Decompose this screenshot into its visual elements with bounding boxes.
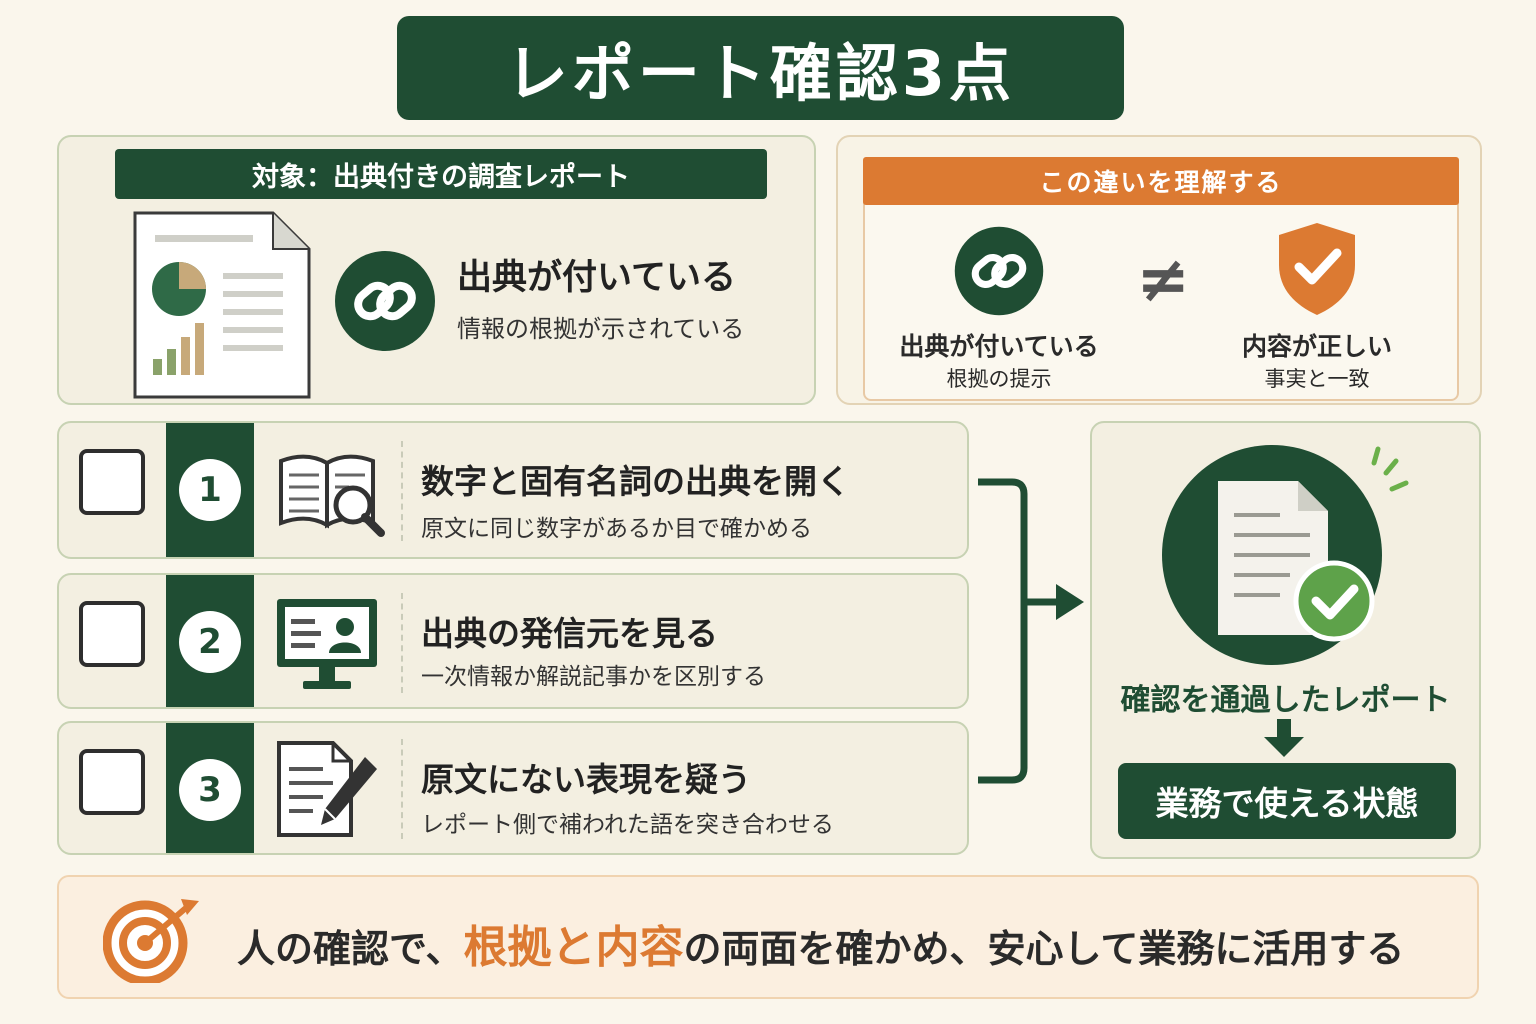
footer-highlight: 根拠と内容 xyxy=(463,922,684,973)
step-row-3: 3 原文にない表現を疑う レポート側で補われた語を突き合わせる xyxy=(57,721,969,855)
target-label: 対象：出典付きの調査レポート xyxy=(115,149,767,199)
result-status: 業務で使える状態 xyxy=(1118,763,1456,839)
left-title: 出典が付いている xyxy=(899,332,1099,361)
step-1-divider xyxy=(401,441,403,541)
right-subtitle: 事実と一致 xyxy=(1264,367,1370,391)
footer-after: の両面を確かめ、安心して業務に活用する xyxy=(683,927,1405,971)
monitor-person-icon xyxy=(277,599,377,689)
step-2-number-column: 2 xyxy=(166,575,254,707)
step-2-checkbox[interactable] xyxy=(79,601,145,667)
target-description: 情報の根拠が示されている xyxy=(457,315,745,343)
footer-message: 人の確認で、根拠と内容の両面を確かめ、安心して業務に活用する xyxy=(237,911,1404,975)
arrow-right-icon xyxy=(1056,584,1084,620)
target-heading: 出典が付いている xyxy=(457,258,736,298)
step-1-number: 1 xyxy=(179,459,241,521)
left-subtitle: 根拠の提示 xyxy=(946,367,1052,391)
step-row-1: 1 数字と固有名詞の出典を開く 原文に同じ数字があるか目で確かめる xyxy=(57,421,969,559)
step-row-2: 2 出典の発信元を見る 一次情報か解説記事かを区別する xyxy=(57,573,969,709)
step-2-number: 2 xyxy=(179,611,241,673)
step-1-number-column: 1 xyxy=(166,423,254,557)
document-pen-icon xyxy=(277,741,377,837)
step-3-divider xyxy=(401,739,403,839)
link-icon xyxy=(954,226,1044,316)
footer-before: 人の確認で、 xyxy=(237,927,464,971)
difference-label: この違いを理解する xyxy=(863,157,1459,205)
target-arrow-icon xyxy=(103,899,199,983)
page-title: レポート確認3点 xyxy=(397,16,1124,120)
step-2-divider xyxy=(401,593,403,693)
step-1-title: 数字と固有名詞の出典を開く xyxy=(421,462,850,501)
shield-check-icon xyxy=(1279,223,1355,315)
difference-inner: この違いを理解する ≠ 出典が付いている 根拠の提示 内容が正しい 事実と一致 xyxy=(863,157,1459,401)
right-title: 内容が正しい xyxy=(1241,332,1392,361)
step-3-checkbox[interactable] xyxy=(79,749,145,815)
step-1-desc: 原文に同じ数字があるか目で確かめる xyxy=(421,516,812,542)
footer-banner: 人の確認で、根拠と内容の両面を確かめ、安心して業務に活用する xyxy=(57,875,1479,999)
not-equal-symbol: ≠ xyxy=(1136,243,1190,317)
result-panel: 確認を通過したレポート 業務で使える状態 xyxy=(1090,421,1481,859)
step-3-title: 原文にない表現を疑う xyxy=(421,760,751,799)
document-check-icon xyxy=(1162,445,1409,665)
arrow-down-icon xyxy=(1264,719,1304,757)
open-book-magnifier-icon xyxy=(279,454,385,537)
step-1-checkbox[interactable] xyxy=(79,449,145,515)
result-caption: 確認を通過したレポート xyxy=(1120,683,1451,718)
step-2-title: 出典の発信元を見る xyxy=(421,614,718,653)
document-chart-icon xyxy=(133,211,311,399)
step-2-desc: 一次情報か解説記事かを区別する xyxy=(421,664,766,690)
target-panel: 対象：出典付きの調査レポート 出典が付いている 情報の根拠が示されている xyxy=(57,135,816,405)
step-3-number: 3 xyxy=(179,759,241,821)
step-3-desc: レポート側で補われた語を突き合わせる xyxy=(421,812,834,838)
bracket-arrow-connector xyxy=(978,478,1084,784)
step-3-number-column: 3 xyxy=(166,723,254,853)
link-icon xyxy=(335,251,435,351)
